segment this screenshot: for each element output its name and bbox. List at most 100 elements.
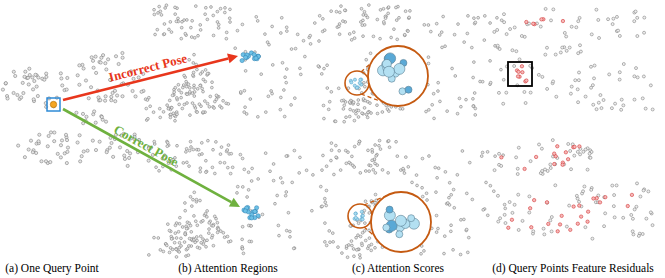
target-cloud-point <box>367 245 370 248</box>
target-cloud-point <box>440 31 443 34</box>
source-cloud-point <box>131 89 134 92</box>
target-cloud-point <box>158 107 161 110</box>
target-cloud-point <box>169 246 172 249</box>
target-cloud-point <box>226 235 229 238</box>
residual-cloud-point <box>618 71 621 74</box>
target-cloud-point <box>352 109 355 112</box>
target-cloud-point <box>206 72 209 75</box>
residual-cloud-point <box>574 79 577 82</box>
target-cloud-point <box>228 17 231 20</box>
source-cloud-point <box>27 83 30 86</box>
query-box <box>47 98 60 111</box>
residual-cloud-point <box>539 25 542 28</box>
target-cloud-point <box>271 25 274 28</box>
target-cloud-point <box>343 9 346 12</box>
target-cloud-point <box>189 26 192 29</box>
source-cloud-point <box>100 115 103 118</box>
residual-cloud-point <box>584 148 587 151</box>
residual-cloud-point <box>546 87 549 90</box>
target-cloud-point <box>348 33 351 36</box>
target-cloud-point <box>353 166 356 169</box>
highlight-box <box>508 62 532 86</box>
target-cloud-point <box>202 243 205 246</box>
target-cloud-point <box>369 52 372 55</box>
target-cloud-point <box>199 73 202 76</box>
target-cloud-point <box>431 103 434 106</box>
target-cloud-point <box>196 224 199 227</box>
source-cloud-point <box>44 160 47 163</box>
target-cloud-point <box>323 67 326 70</box>
target-cloud-point <box>372 35 375 38</box>
target-cloud-point <box>196 68 199 71</box>
target-cloud-point <box>353 255 356 258</box>
residual-cloud-point <box>543 233 546 236</box>
residual-cloud-point <box>532 230 535 233</box>
residual-cloud-point <box>570 168 573 171</box>
source-cloud-point <box>121 56 124 59</box>
residual-cloud-point <box>497 91 500 94</box>
residual-cloud-point <box>630 213 633 216</box>
score-sphere <box>386 206 393 213</box>
residual-high-point <box>572 205 575 208</box>
residual-high-point <box>586 210 589 213</box>
residual-cloud-point <box>598 36 601 39</box>
source-cloud-point <box>114 55 117 58</box>
target-cloud-point <box>264 152 267 155</box>
correct-pose-arrow-head <box>229 198 240 207</box>
residual-cloud-point <box>563 31 566 34</box>
target-cloud-point <box>149 105 152 108</box>
pose-label: Incorrect Pose <box>107 50 189 85</box>
target-cloud-point <box>169 20 172 23</box>
target-cloud-point <box>376 104 379 107</box>
residual-cloud-point <box>597 18 600 21</box>
source-cloud-point <box>31 76 34 79</box>
residual-high-point <box>532 22 535 25</box>
target-cloud-point <box>329 241 332 244</box>
target-cloud-point <box>457 23 460 26</box>
target-cloud-point <box>359 256 362 259</box>
subfigure-caption: (a) One Query Point <box>5 262 99 274</box>
target-cloud-point <box>215 140 218 143</box>
target-cloud-point <box>472 76 475 79</box>
zoom-ring <box>348 204 372 228</box>
source-cloud-point <box>123 157 126 160</box>
source-cloud-point <box>105 151 108 154</box>
source-cloud-point <box>59 144 62 147</box>
source-cloud-point <box>20 96 23 99</box>
target-cloud-point <box>185 92 188 95</box>
target-cloud-point <box>285 191 288 194</box>
target-cloud-point <box>401 107 404 110</box>
target-cloud-point <box>310 209 313 212</box>
residual-cloud-point <box>567 142 570 145</box>
target-cloud-point <box>494 155 497 158</box>
target-cloud-point <box>170 31 173 34</box>
target-cloud-point <box>345 162 348 165</box>
target-cloud-point <box>330 159 333 162</box>
target-cloud-point <box>313 22 316 25</box>
residual-high-point <box>507 226 510 229</box>
target-cloud-point <box>363 222 366 225</box>
target-cloud-point <box>279 32 282 35</box>
target-cloud-point <box>309 34 312 37</box>
target-cloud-point <box>229 8 232 11</box>
residual-cloud-point <box>600 107 603 110</box>
residual-high-point <box>586 220 589 223</box>
target-cloud-point <box>323 197 326 200</box>
source-cloud-point <box>12 91 15 94</box>
target-cloud-point <box>165 4 168 7</box>
target-cloud-point <box>388 146 391 149</box>
target-cloud-point <box>353 119 356 122</box>
target-cloud-point <box>289 235 292 238</box>
target-cloud-point <box>204 212 207 215</box>
target-cloud-point <box>231 166 234 169</box>
source-cloud-point <box>76 141 79 144</box>
target-cloud-point <box>348 115 351 118</box>
target-cloud-point <box>205 245 208 248</box>
source-cloud-point <box>32 98 35 101</box>
target-cloud-point <box>285 155 288 158</box>
target-cloud-point <box>368 212 371 215</box>
target-cloud-point <box>437 81 440 84</box>
residual-cloud-point <box>529 91 532 94</box>
residual-high-point <box>525 20 528 23</box>
target-cloud-point <box>256 115 259 118</box>
